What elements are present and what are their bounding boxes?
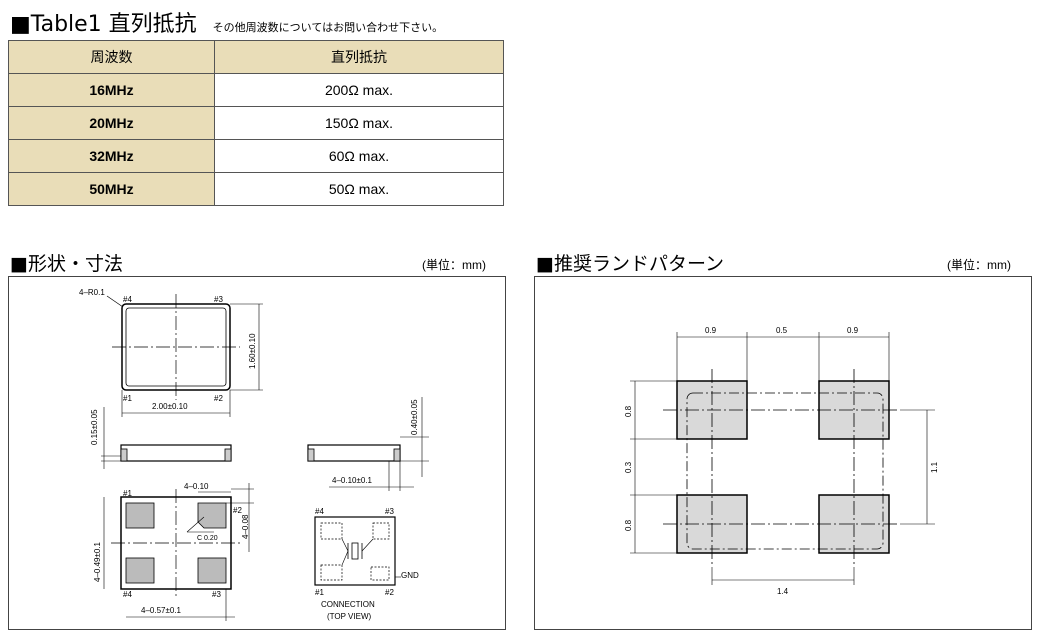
freq-cell: 32MHz (8, 139, 215, 173)
dimensions-drawing: 4–R0.1 #4 #3 #1 #2 2.00±0.10 1.60±0.10 0… (79, 288, 429, 621)
table-title: ■Table1 直列抵抗 (10, 12, 197, 37)
header-frequency: 周波数 (8, 40, 215, 74)
package-end-view (307, 397, 429, 491)
chamfer-label: C 0.20 (197, 535, 218, 542)
table-row: 16MHz 200Ω max. (8, 73, 504, 107)
package-top-view (106, 294, 263, 417)
pin3-label: #3 (214, 295, 223, 304)
freq-cell: 20MHz (8, 106, 215, 140)
land-w2-label: 0.9 (847, 326, 859, 335)
corner-radius-label: 4–R0.1 (79, 288, 105, 297)
pad-gap-label: 4–0.10 (184, 482, 209, 491)
header-resistance: 直列抵抗 (214, 40, 504, 74)
connection-label: CONNECTION (321, 600, 375, 609)
land-pattern-unit: (単位：mm) (947, 258, 1011, 272)
resistance-cell: 200Ω max. (214, 73, 504, 107)
table-note: その他周波数についてはお問い合わせ下さい。 (212, 21, 444, 34)
land-pattern-panel: 0.9 0.5 0.9 0.8 0.3 0.8 1.1 1.4 (534, 276, 1032, 630)
dimensions-title: ■形状・寸法 (10, 253, 123, 275)
bottom-pin3-label: #3 (212, 590, 221, 599)
land-pattern-drawing: 0.9 0.5 0.9 0.8 0.3 0.8 1.1 1.4 (624, 326, 939, 596)
pin4-label: #4 (123, 295, 132, 304)
connection-diagram (314, 516, 401, 586)
pad-offset-label: 4–0.08 (241, 514, 250, 539)
table-row: 20MHz 150Ω max. (8, 106, 504, 140)
land-dimensions (630, 332, 935, 585)
conn-pin1-label: #1 (315, 588, 324, 597)
dimensions-unit: (単位：mm) (422, 258, 486, 272)
land-w1-label: 0.9 (705, 326, 717, 335)
conn-pin2-label: #2 (385, 588, 394, 597)
pin1-label: #1 (123, 394, 132, 403)
table-row: 32MHz 60Ω max. (8, 139, 504, 173)
conn-pin3-label: #3 (385, 507, 394, 516)
top-view-label: (TOP VIEW) (327, 612, 371, 621)
package-bottom-view (103, 483, 254, 621)
height-label: 1.60±0.10 (248, 333, 257, 369)
width-label: 2.00±0.10 (152, 402, 188, 411)
land-pads (676, 380, 890, 554)
pin2-label: #2 (214, 394, 223, 403)
dimensions-panel: 4–R0.1 #4 #3 #1 #2 2.00±0.10 1.60±0.10 0… (8, 276, 506, 630)
pad-width-label: 4–0.57±0.1 (141, 606, 182, 615)
land-h1-label: 0.8 (624, 405, 633, 417)
freq-cell: 50MHz (8, 172, 215, 206)
resistance-cell: 60Ω max. (214, 139, 504, 173)
land-span-h-label: 1.4 (777, 587, 789, 596)
resistance-cell: 50Ω max. (214, 172, 504, 206)
side-height-label: 0.15±0.05 (90, 409, 99, 445)
pad-height-label: 4–0.49±0.1 (93, 541, 102, 582)
land-vgap-label: 0.3 (624, 461, 633, 473)
series-resistance-table: 周波数 直列抵抗 16MHz 200Ω max. 20MHz 150Ω max.… (8, 40, 504, 206)
gnd-label: GND (401, 571, 419, 580)
land-span-v-label: 1.1 (930, 461, 939, 473)
table-heading: ■Table1 直列抵抗 その他周波数についてはお問い合わせ下さい。 (10, 6, 443, 38)
package-side-view (101, 407, 232, 469)
bottom-pin2-label: #2 (233, 506, 242, 515)
table-row: 50MHz 50Ω max. (8, 172, 504, 206)
conn-pin4-label: #4 (315, 507, 324, 516)
bottom-pin4-label: #4 (123, 590, 132, 599)
land-h2-label: 0.8 (624, 519, 633, 531)
land-pattern-title: ■推奨ランドパターン (536, 253, 725, 275)
package-outline (663, 369, 900, 567)
land-gap-label: 0.5 (776, 326, 788, 335)
bottom-pin1-label: #1 (123, 489, 132, 498)
freq-cell: 16MHz (8, 73, 215, 107)
side-pad-label: 4–0.10±0.1 (332, 476, 373, 485)
resistance-cell: 150Ω max. (214, 106, 504, 140)
table-header-row: 周波数 直列抵抗 (8, 40, 504, 74)
thickness-label: 0.40±0.05 (410, 399, 419, 435)
